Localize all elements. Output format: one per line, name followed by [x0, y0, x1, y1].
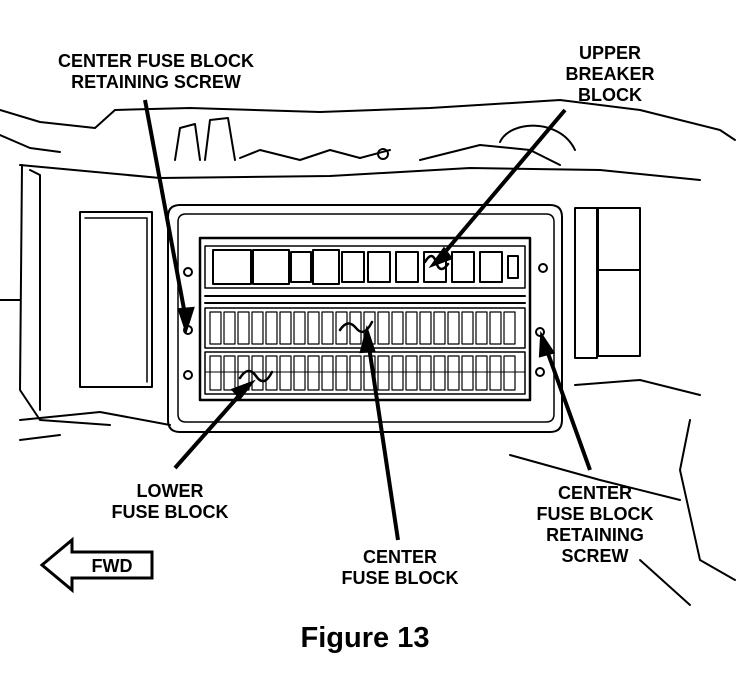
screw-icon — [538, 263, 548, 273]
screw-icon — [535, 367, 545, 377]
screw-icon — [183, 267, 193, 277]
label-lower-fuse: LOWER FUSE BLOCK — [111, 481, 229, 522]
label-right-screw: CENTER FUSE BLOCK RETAINING SCREW — [536, 483, 654, 566]
label-upper-breaker: UPPER BREAKER BLOCK — [565, 43, 655, 105]
fwd-label: FWD — [91, 556, 133, 576]
leader-line-lower-fuse — [173, 388, 246, 470]
leader-line-right-screw — [543, 344, 592, 471]
screw-icon — [183, 370, 193, 380]
leader-line-center-fuse — [366, 339, 400, 541]
figure-caption: Figure 13 — [300, 622, 430, 654]
leader-line-upper-breaker — [438, 108, 567, 260]
label-center-fuse: CENTER FUSE BLOCK — [341, 547, 459, 588]
leader-line-top-screw — [143, 99, 188, 321]
label-top-screw: CENTER FUSE BLOCK RETAINING SCREW — [57, 51, 254, 92]
fwd-arrow-icon — [39, 536, 154, 594]
